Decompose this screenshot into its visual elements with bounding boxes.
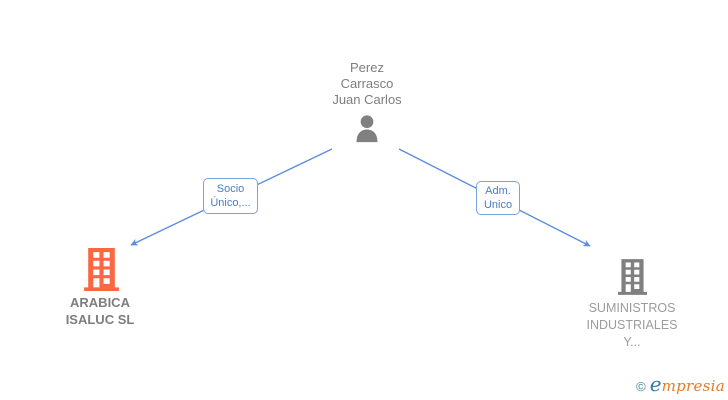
- company-name-line: SUMINISTROS: [588, 301, 676, 315]
- copyright-icon: ©: [636, 379, 646, 394]
- building-icon-arabica[interactable]: [84, 248, 119, 291]
- person-name-line: Carrasco: [340, 76, 394, 91]
- relationship-label-line: Adm.: [485, 185, 511, 197]
- relationship-label-line: Único,...: [210, 197, 251, 209]
- brand-initial: e: [649, 372, 662, 396]
- brand-text: mpresia: [661, 377, 725, 395]
- company-name-line: INDUSTRIALES: [586, 318, 678, 332]
- person-name-line: Perez: [350, 60, 384, 75]
- company-name-suministros[interactable]: SUMINISTROS INDUSTRIALES Y...: [557, 300, 707, 351]
- person-icon[interactable]: [353, 114, 381, 144]
- person-name-line: Juan Carlos: [332, 92, 402, 107]
- relationship-label-line: Socio: [216, 183, 245, 195]
- company-name-line: ISALUC SL: [65, 312, 135, 327]
- company-name-arabica[interactable]: ARABICA ISALUC SL: [25, 294, 175, 328]
- empresia-watermark: © e mpresia: [636, 374, 725, 395]
- relationship-label-adm-unico[interactable]: Adm. Unico: [476, 181, 520, 215]
- person-name[interactable]: Perez Carrasco Juan Carlos: [287, 60, 447, 108]
- building-icon-suministros[interactable]: [618, 259, 647, 295]
- relationship-label-socio-unico[interactable]: Socio Único,...: [203, 178, 258, 214]
- company-name-line: ARABICA: [70, 295, 130, 310]
- relationship-label-line: Unico: [483, 199, 513, 211]
- company-name-line: Y...: [623, 335, 641, 349]
